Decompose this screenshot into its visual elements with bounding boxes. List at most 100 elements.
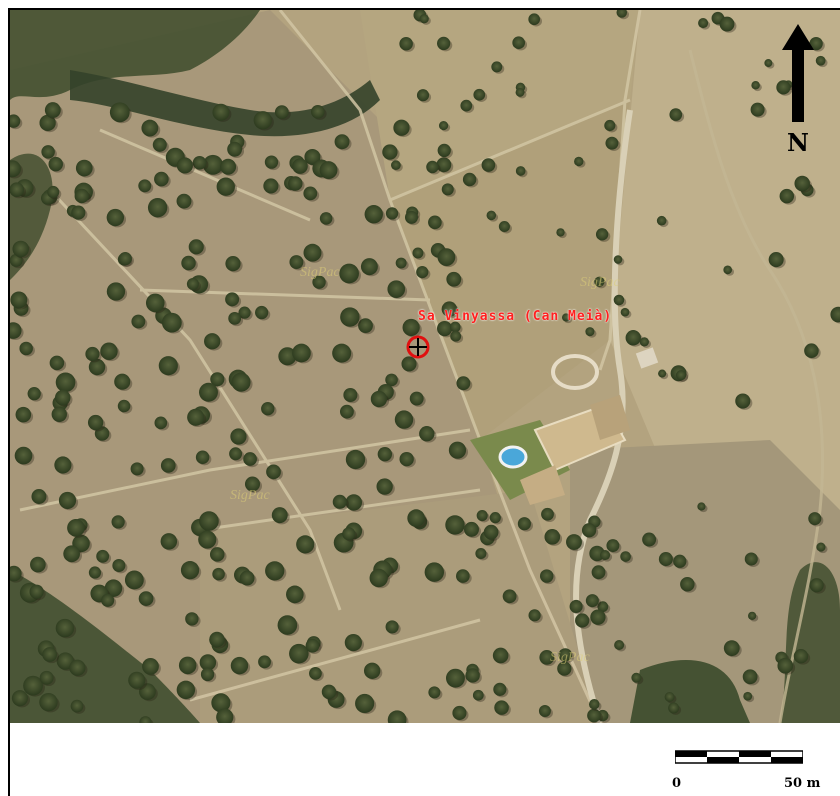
tree-canopy — [345, 449, 366, 470]
tree-canopy — [263, 178, 279, 194]
tree-canopy — [483, 524, 499, 540]
tree-canopy — [387, 280, 406, 298]
tree-canopy — [231, 372, 251, 392]
tree-canopy — [154, 416, 168, 430]
tree-canopy — [491, 61, 503, 73]
tree-canopy — [342, 527, 356, 541]
tree-canopy — [55, 618, 75, 638]
tree-canopy — [85, 346, 100, 362]
tree-canopy — [428, 215, 442, 230]
tree-canopy — [339, 263, 359, 284]
tree-canopy — [456, 569, 470, 583]
tree-canopy — [160, 533, 178, 550]
scale-end-label: 50 m — [784, 776, 821, 791]
tree-canopy — [606, 539, 620, 553]
tree-canopy — [604, 119, 616, 132]
place-label[interactable]: Sa Vinyassa (Can Meià) — [418, 309, 613, 324]
tree-canopy — [244, 476, 261, 492]
tree-canopy — [437, 36, 451, 51]
tree-canopy — [332, 343, 352, 363]
tree-canopy — [118, 252, 132, 266]
tree-canopy — [55, 372, 76, 393]
tree-canopy — [292, 343, 311, 363]
tree-canopy — [124, 570, 144, 590]
tree-canopy — [437, 143, 451, 158]
tree-canopy — [23, 675, 43, 696]
farmhouse-complex — [470, 347, 659, 505]
tree-canopy — [539, 569, 554, 583]
tree-canopy — [10, 160, 21, 178]
tree-canopy — [139, 683, 156, 701]
tree-canopy — [288, 176, 303, 191]
tree-canopy — [597, 601, 609, 613]
tree-canopy — [419, 14, 429, 24]
tree-canopy — [204, 333, 221, 350]
tree-canopy — [456, 376, 471, 391]
tree-canopy — [185, 612, 199, 626]
tree-canopy — [658, 552, 673, 567]
tree-canopy — [385, 620, 399, 634]
tree-canopy — [556, 228, 565, 237]
tree-canopy — [395, 257, 407, 269]
tree-canopy — [176, 193, 192, 209]
tree-canopy — [590, 609, 606, 625]
tree-canopy — [656, 215, 667, 226]
tree-canopy — [743, 691, 753, 701]
tree-canopy — [486, 210, 497, 221]
tree-canopy — [673, 554, 687, 568]
tree-canopy — [581, 523, 597, 538]
tree-canopy — [138, 179, 152, 193]
tree-canopy — [158, 356, 178, 376]
map-watermark: SigPac — [300, 265, 340, 280]
tree-canopy — [253, 111, 272, 130]
tree-canopy — [744, 552, 758, 566]
tree-canopy — [450, 330, 462, 342]
tree-canopy — [181, 255, 196, 271]
tree-canopy — [321, 684, 337, 700]
tree-canopy — [719, 16, 735, 32]
tree-canopy — [319, 212, 333, 225]
tree-canopy — [225, 292, 240, 307]
north-label: N — [787, 128, 809, 157]
tree-canopy — [620, 551, 631, 562]
tree-canopy — [616, 10, 628, 18]
tree-canopy — [142, 658, 159, 675]
tree-canopy — [15, 406, 32, 423]
tree-canopy — [75, 159, 93, 177]
tree-canopy — [625, 330, 641, 346]
tree-canopy — [109, 102, 130, 123]
tree-canopy — [588, 698, 600, 710]
tree-canopy — [591, 565, 606, 580]
crosshair-target-icon[interactable] — [405, 334, 431, 360]
tree-canopy — [355, 693, 375, 714]
tree-canopy — [186, 277, 199, 290]
tree-canopy — [239, 570, 255, 586]
tree-canopy — [669, 108, 683, 121]
tree-canopy — [804, 343, 819, 358]
tree-canopy — [289, 255, 304, 270]
map-watermark: SigPac — [580, 275, 620, 290]
tree-canopy — [697, 502, 706, 511]
tree-canopy — [481, 158, 496, 172]
tree-canopy — [639, 337, 649, 347]
tree-canopy — [202, 154, 223, 175]
tree-canopy — [465, 668, 480, 683]
tree-canopy — [30, 556, 46, 573]
tree-canopy — [815, 55, 826, 66]
tree-canopy — [544, 529, 561, 545]
tree-canopy — [492, 647, 509, 664]
tree-canopy — [176, 680, 196, 700]
tree-canopy — [437, 248, 456, 267]
tree-canopy — [680, 576, 695, 592]
tree-canopy — [200, 667, 215, 682]
tree-canopy — [441, 183, 454, 196]
tree-canopy — [539, 650, 555, 665]
aerial-map[interactable]: SigPac SigPac SigPac SigPac — [10, 10, 840, 723]
tree-canopy — [462, 172, 477, 187]
tree-canopy — [101, 593, 115, 607]
tree-canopy — [277, 615, 298, 635]
tree-canopy — [310, 104, 325, 119]
tree-canopy — [96, 549, 110, 563]
tree-canopy — [209, 631, 225, 648]
tree-canopy — [71, 205, 86, 220]
